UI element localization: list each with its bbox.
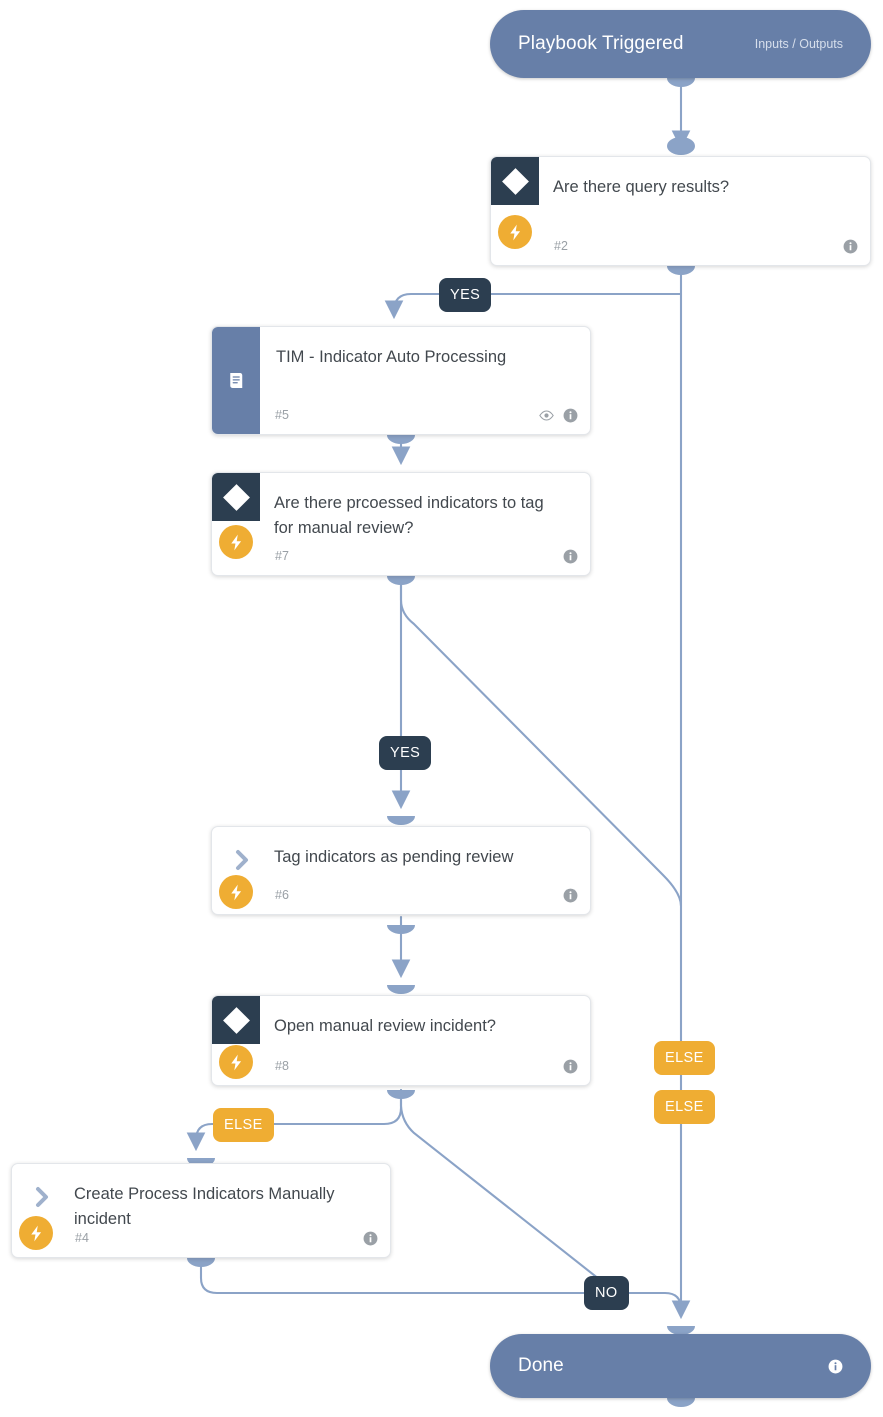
node-title: Tag indicators as pending review [274,848,514,866]
end-node-actions [828,1359,843,1374]
info-icon[interactable] [828,1359,843,1374]
info-icon[interactable] [363,1231,378,1246]
end-node-title: Done [518,1355,564,1376]
node-title: Create Process Indicators Manually incid… [74,1185,335,1228]
diamond-icon [212,996,260,1044]
lightning-icon [219,1045,253,1079]
node-actions [563,888,578,903]
node-tag-indicators-as-pending-review[interactable]: Tag indicators as pending review #6 [211,826,591,915]
node-open-manual-review-incident[interactable]: Open manual review incident? #8 [211,995,591,1086]
lightning-icon [19,1216,53,1250]
info-icon[interactable] [563,888,578,903]
node-id: #2 [554,239,568,253]
edge-label-yes-processed-indicators[interactable]: YES [379,736,432,770]
edge-label-else-manual-review[interactable]: ELSE [213,1108,274,1142]
lightning-icon [498,215,532,249]
node-tim-indicator-auto-processing[interactable]: TIM - Indicator Auto Processing #5 [211,326,591,435]
diamond-icon [212,473,260,521]
node-title: Are there prcoessed indicators to tag fo… [274,494,544,537]
node-id: #7 [275,549,289,563]
edge-label-else-upper[interactable]: ELSE [654,1041,715,1075]
info-icon[interactable] [563,549,578,564]
node-actions [363,1231,378,1246]
info-icon[interactable] [843,239,858,254]
node-title: TIM - Indicator Auto Processing [276,348,507,366]
node-actions [563,549,578,564]
chevron-right-icon [230,847,256,873]
node-actions [563,1059,578,1074]
lightning-icon [219,525,253,559]
playbook-book-icon [212,327,260,434]
start-node-playbook-triggered[interactable]: Playbook Triggered Inputs / Outputs [490,10,871,78]
edge-label-else-lower[interactable]: ELSE [654,1090,715,1124]
end-node-done[interactable]: Done [490,1334,871,1398]
node-id: #8 [275,1059,289,1073]
node-actions [539,408,578,423]
chevron-right-icon [30,1184,56,1210]
lightning-icon [219,875,253,909]
node-title: Open manual review incident? [274,1017,496,1035]
edge-label-no-done[interactable]: NO [584,1276,629,1310]
info-icon[interactable] [563,1059,578,1074]
node-id: #6 [275,888,289,902]
diamond-icon [491,157,539,205]
start-node-title: Playbook Triggered [518,33,684,54]
node-are-there-query-results[interactable]: Are there query results? #2 [490,156,871,266]
edge-label-yes-query-results[interactable]: YES [439,278,492,312]
node-create-process-indicators-manually-incident[interactable]: Create Process Indicators Manually incid… [11,1163,391,1258]
inputs-outputs-link[interactable]: Inputs / Outputs [754,37,843,51]
node-title: Are there query results? [553,178,730,196]
node-id: #4 [75,1231,89,1245]
node-id: #5 [275,408,289,422]
eye-icon[interactable] [539,408,554,423]
node-are-there-processed-indicators[interactable]: Are there prcoessed indicators to tag fo… [211,472,591,576]
info-icon[interactable] [563,408,578,423]
node-actions [843,239,858,254]
